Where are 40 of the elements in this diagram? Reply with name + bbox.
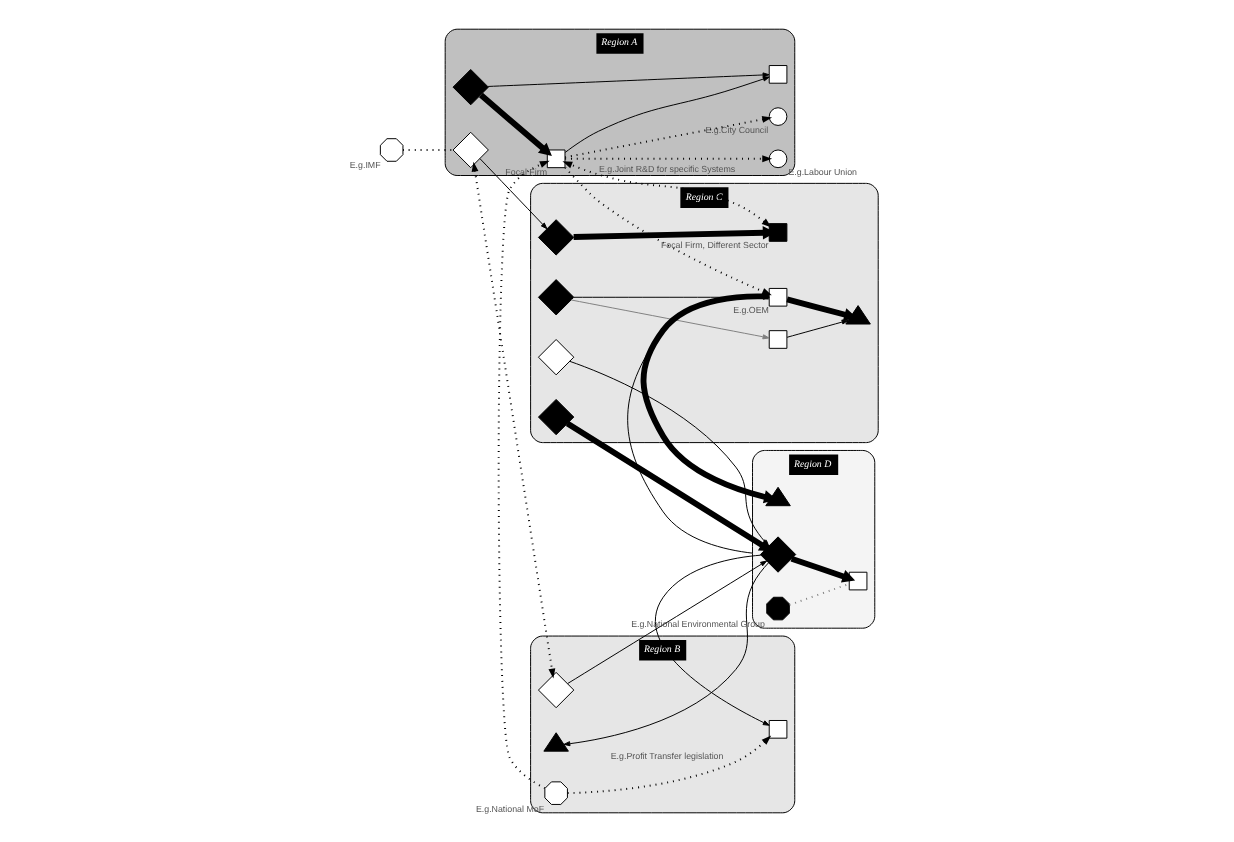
node-box [767,720,787,739]
arrow [565,735,771,795]
node-box [767,223,787,242]
connector [787,582,850,606]
node-box [767,65,787,84]
node-diamond [451,131,488,169]
arrow [789,556,855,583]
node-octagon [543,781,567,805]
arrow [563,155,772,163]
arrow [561,161,771,228]
node-octagon [378,138,403,162]
arrow [478,92,551,157]
arrow [653,554,769,726]
arrow [478,158,547,230]
node-box [767,330,787,349]
arrow [496,160,549,790]
arrow [569,299,769,340]
node-triangle [764,486,790,507]
arrow [563,116,772,159]
node-diamond [451,68,488,106]
arrow [486,72,769,87]
connector [401,149,453,151]
arrow [572,226,775,240]
node-box [847,571,867,591]
arrow [563,76,769,153]
node-circle [767,149,787,169]
arrow [566,560,767,684]
arrow [785,296,856,322]
node-box [767,287,787,307]
arrow [562,562,768,747]
node-diamond [536,398,574,436]
arrow [470,161,555,679]
node-triangle [844,305,870,325]
node-diamond [536,339,574,376]
node-diamond [536,671,574,709]
node-diamond [536,279,574,316]
node-octagon [765,596,789,621]
node-box [545,149,565,169]
node-circle [767,107,787,126]
arrow [785,319,848,338]
